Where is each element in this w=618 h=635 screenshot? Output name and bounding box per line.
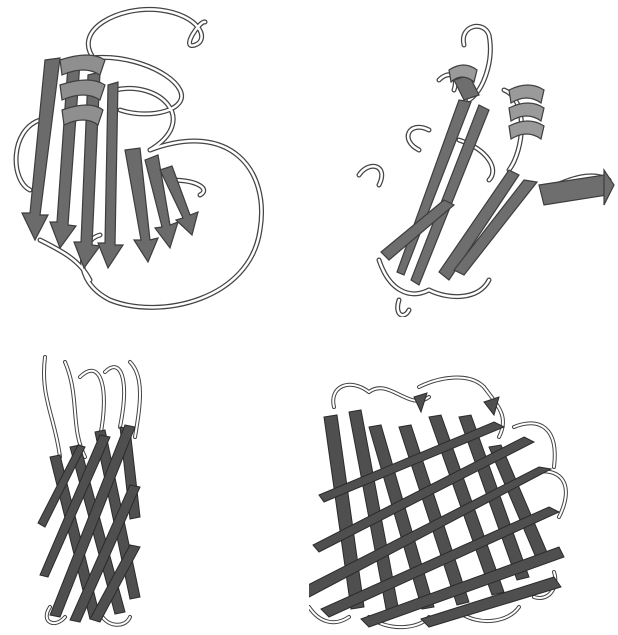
ribbon-panel-bottom-left [0, 317, 309, 635]
beta-strands [381, 75, 614, 285]
beta-strands [309, 393, 564, 627]
ribbon-panel-bottom-right [309, 317, 618, 635]
alpha-helix [60, 55, 105, 125]
beta-strands [38, 425, 140, 622]
narrow-beta-barrel-image [0, 317, 309, 635]
ribbon-panel-top-left [0, 0, 309, 317]
ribbon-panel-top-right [309, 0, 618, 317]
alpha-beta-ribbon-image [309, 0, 618, 317]
beta-sandwich-ribbon-image [0, 0, 309, 317]
beta-strands [22, 58, 198, 268]
wide-beta-barrel-image [309, 317, 618, 635]
